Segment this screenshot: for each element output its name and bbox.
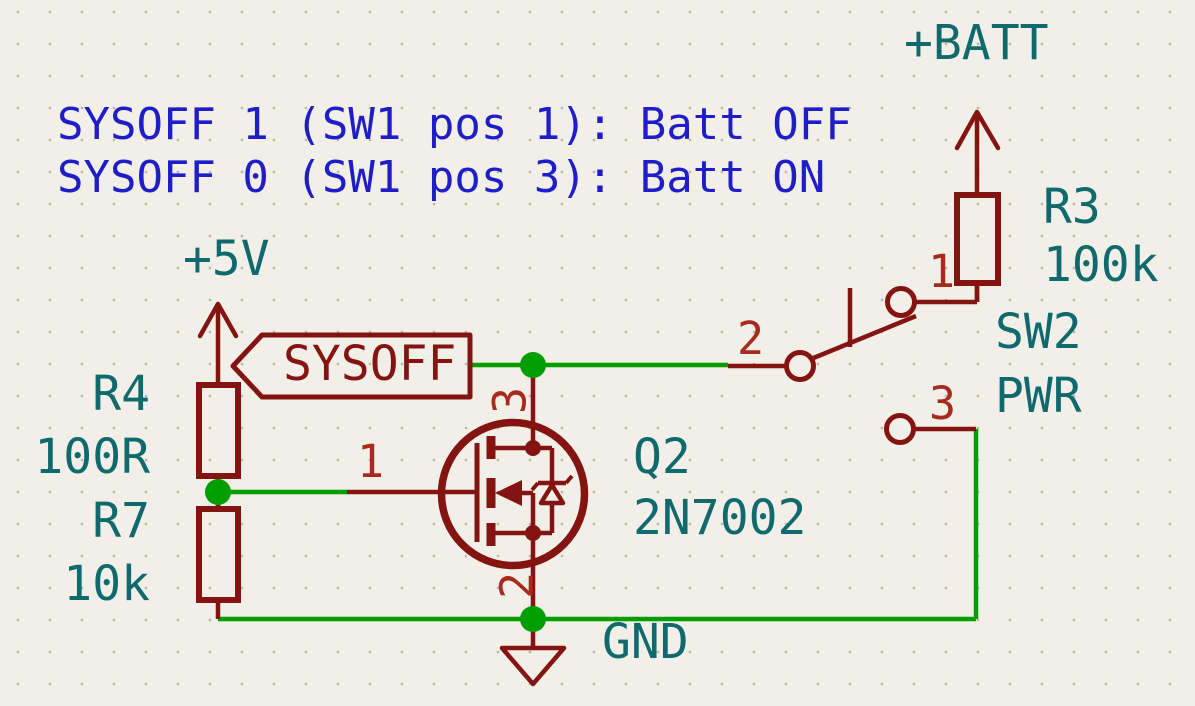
q2-pin-number-source: 2	[490, 571, 544, 600]
sw2-lever	[810, 313, 917, 362]
r7-value[interactable]: 10k	[63, 556, 150, 612]
mosfet-arrow	[495, 480, 522, 506]
q2-reference[interactable]: Q2	[633, 429, 691, 485]
power-symbol-5v[interactable]	[197, 301, 239, 385]
resistor-r4-symbol[interactable]	[196, 382, 241, 492]
resistor-r7-symbol[interactable]	[196, 492, 241, 619]
sw2-pin-number-2: 2	[737, 312, 765, 365]
wire-gnd-rail[interactable]	[218, 429, 979, 622]
junction-dot-gate[interactable]	[205, 479, 231, 505]
r4-reference[interactable]: R4	[92, 366, 150, 422]
mosfet-q2-symbol[interactable]	[347, 365, 589, 619]
switch-sw2-symbol[interactable]	[728, 283, 980, 445]
resistor-r3-symbol[interactable]	[954, 192, 1001, 302]
drain-node-dot	[525, 440, 541, 456]
power-label-batt[interactable]: +BATT	[904, 15, 1049, 71]
sw2-pin2-contact	[784, 350, 816, 382]
sw2-value[interactable]: PWR	[995, 368, 1082, 424]
sw2-pin3-contact	[884, 413, 916, 445]
sw2-pin-number-1: 1	[928, 245, 956, 298]
power-symbol-batt[interactable]	[954, 109, 1001, 195]
global-label-sysoff-text[interactable]: SYSOFF	[283, 336, 457, 392]
q2-pin-number-gate: 1	[357, 435, 385, 488]
note-line2[interactable]: SYSOFF 0 (SW1 pos 3): Batt ON	[57, 152, 826, 203]
body-diode	[538, 482, 566, 506]
sw2-pin-number-3: 3	[929, 377, 957, 430]
note-line1[interactable]: SYSOFF 1 (SW1 pos 1): Batt OFF	[57, 99, 852, 150]
sw2-reference[interactable]: SW2	[995, 304, 1082, 360]
sw2-pin1-contact	[885, 286, 917, 318]
power-label-5v[interactable]: +5V	[183, 231, 270, 287]
junction-dot-sysoff[interactable]	[520, 352, 546, 378]
r4-value[interactable]: 100R	[34, 429, 150, 485]
q2-value[interactable]: 2N7002	[633, 490, 807, 546]
r3-reference[interactable]: R3	[1043, 179, 1101, 235]
power-label-gnd[interactable]: GND	[602, 614, 689, 670]
r7-reference[interactable]: R7	[92, 493, 150, 549]
global-label-sysoff-flag[interactable]	[230, 332, 473, 400]
q2-pin-number-drain: 3	[483, 386, 537, 415]
r3-value[interactable]: 100k	[1043, 237, 1159, 293]
junction-dot-gnd[interactable]	[520, 606, 546, 632]
